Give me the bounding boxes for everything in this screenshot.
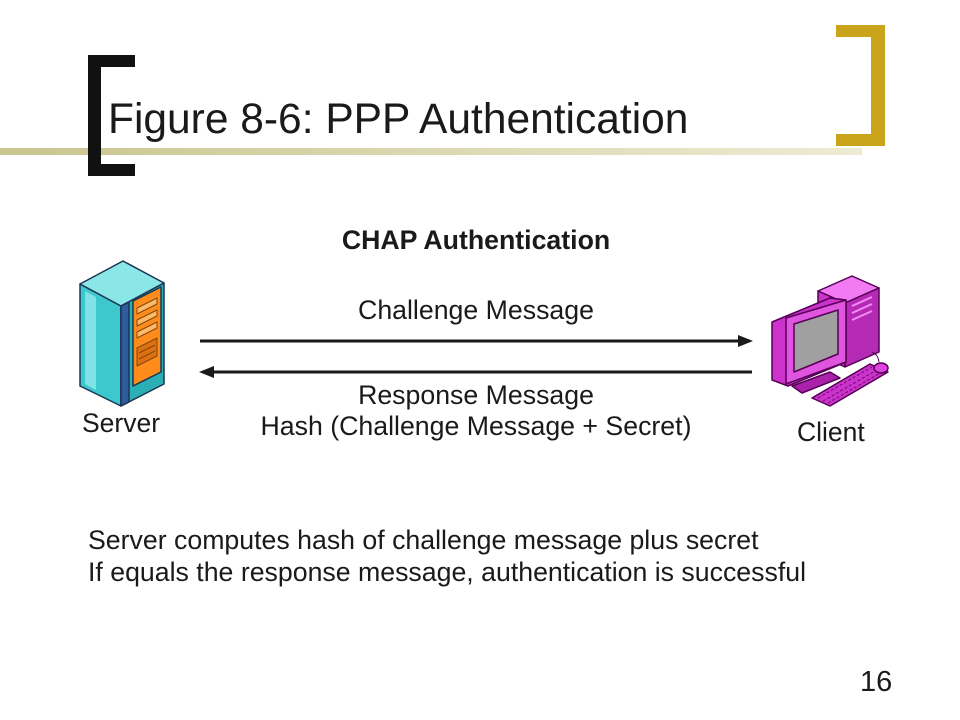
- client-tower-slot: [851, 303, 873, 314]
- arrow-right-icon: [200, 335, 753, 347]
- client-tower-slot: [851, 296, 873, 307]
- client-mouse-cable: [871, 351, 880, 363]
- right-bracket: [836, 25, 885, 146]
- right-bracket-top-arm: [836, 25, 885, 37]
- client-mouse: [873, 362, 889, 374]
- client-keyboard-keys: [827, 371, 883, 404]
- challenge-arrowhead: [738, 335, 753, 347]
- response-message-label: Response Message: [358, 380, 594, 410]
- server-front-strip: [120, 301, 130, 407]
- server-icon: [79, 260, 165, 407]
- right-bracket-stem: [871, 25, 885, 146]
- server-vent-block: [136, 337, 158, 367]
- desktop-computer-icon: [771, 275, 889, 407]
- left-bracket-stem: [88, 55, 101, 176]
- left-bracket-top-arm: [88, 55, 135, 67]
- title-rule: [0, 148, 862, 155]
- server-vent-line: [138, 344, 156, 354]
- server-drive-bay: [136, 321, 158, 339]
- page-number: 16: [860, 666, 893, 698]
- client-label: Client: [797, 417, 865, 447]
- arrow-left-icon: [199, 366, 752, 378]
- server-vent-line: [138, 350, 156, 360]
- left-bracket: [88, 55, 135, 176]
- server-label: Server: [82, 408, 161, 438]
- response-hash-label: Hash (Challenge Message + Secret): [260, 411, 692, 441]
- note-line: Server computes hash of challenge messag…: [88, 525, 759, 555]
- client-monitor-base: [791, 371, 841, 394]
- diagram-heading: CHAP Authentication: [341, 225, 611, 255]
- response-arrowhead: [199, 366, 214, 378]
- note-line: If equals the response message, authenti…: [88, 557, 807, 587]
- client-monitor-screen: [793, 309, 839, 373]
- client-keyboard-keys: [822, 369, 878, 402]
- left-bracket-bottom-arm: [88, 164, 135, 176]
- server-drive-bay: [136, 297, 158, 315]
- server-left-highlight: [85, 291, 96, 390]
- client-keyboard-keys: [817, 366, 873, 399]
- server-drive-bay: [136, 309, 158, 327]
- right-bracket-bottom-arm: [836, 134, 885, 146]
- page-title: Figure 8-6: PPP Authentication: [108, 96, 689, 143]
- challenge-message-label: Challenge Message: [358, 295, 594, 325]
- client-tower-slot: [851, 310, 873, 321]
